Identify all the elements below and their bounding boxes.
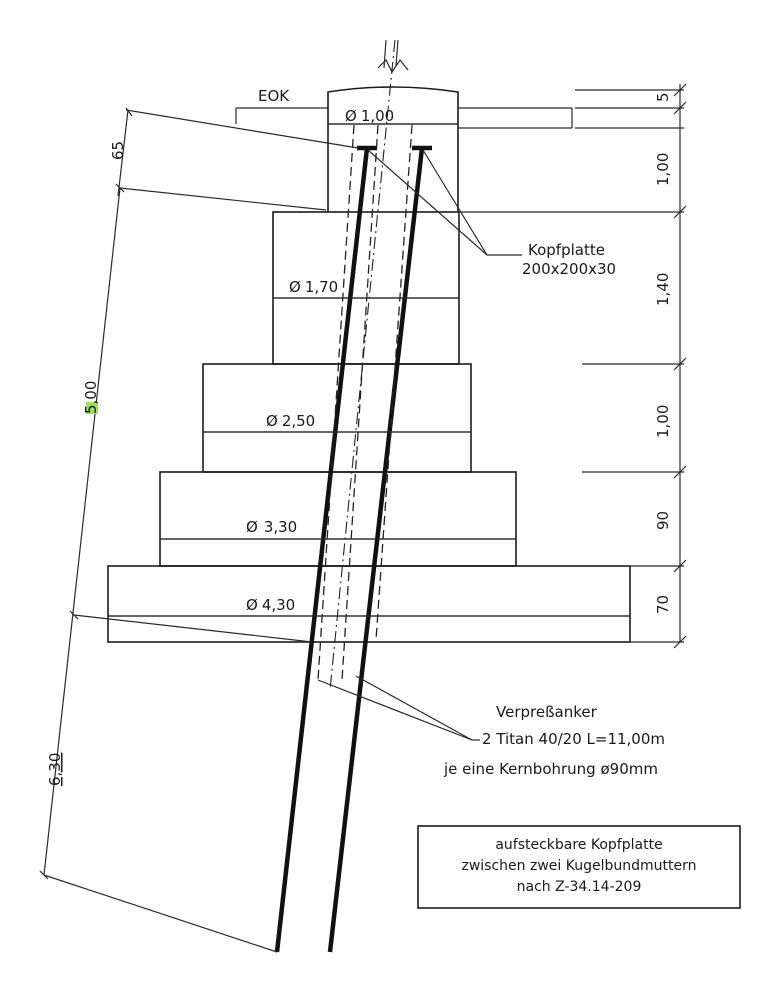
foundation-tiers bbox=[107, 86, 631, 643]
tier-4 bbox=[159, 471, 517, 567]
anker-callout bbox=[317, 675, 480, 741]
inclined-dimensions bbox=[39, 107, 359, 953]
anker-bohrung: je eine Kernbohrung ø90mm bbox=[443, 760, 658, 778]
tier-5 bbox=[107, 565, 631, 643]
dim-h1: 1,00 bbox=[654, 153, 672, 186]
note-line-1: aufsteckbare Kopfplatte bbox=[495, 837, 662, 853]
anker-spec: 2 Titan 40/20 L=11,00m bbox=[482, 730, 665, 748]
dim-h4: 90 bbox=[654, 511, 672, 530]
centre-line bbox=[329, 39, 396, 691]
kopfplatte-size: 200x200x30 bbox=[522, 260, 616, 278]
anchor-rod-right bbox=[327, 147, 425, 953]
height-dimensions bbox=[460, 83, 687, 649]
dim-h3: 1,00 bbox=[654, 405, 672, 438]
dim-top: 5 bbox=[654, 92, 672, 102]
note-box bbox=[417, 825, 741, 909]
kopfplatte-callout bbox=[367, 149, 522, 256]
tier-2 bbox=[272, 211, 460, 365]
kopfplatte-title: Kopfplatte bbox=[528, 241, 605, 259]
anchor-rod-left bbox=[274, 147, 370, 953]
dim-offset: 65 bbox=[109, 141, 127, 160]
dim-length-upper: 5,00 bbox=[82, 381, 100, 414]
diameter-dimensions bbox=[108, 123, 630, 617]
note-line-3: nach Z-34.14-209 bbox=[517, 879, 642, 895]
note-line-2: zwischen zwei Kugelbundmuttern bbox=[462, 858, 697, 874]
dim-h2: 1,40 bbox=[654, 273, 672, 306]
eok-label: EOK bbox=[258, 87, 290, 105]
dim-h5: 70 bbox=[654, 595, 672, 614]
anker-title: Verpreßanker bbox=[496, 703, 598, 721]
highlight-marker bbox=[86, 402, 98, 414]
ground-level bbox=[235, 107, 573, 129]
dim-length-lower: 6,30 bbox=[46, 753, 64, 786]
anchors bbox=[274, 39, 432, 953]
tier-1 bbox=[327, 86, 459, 212]
